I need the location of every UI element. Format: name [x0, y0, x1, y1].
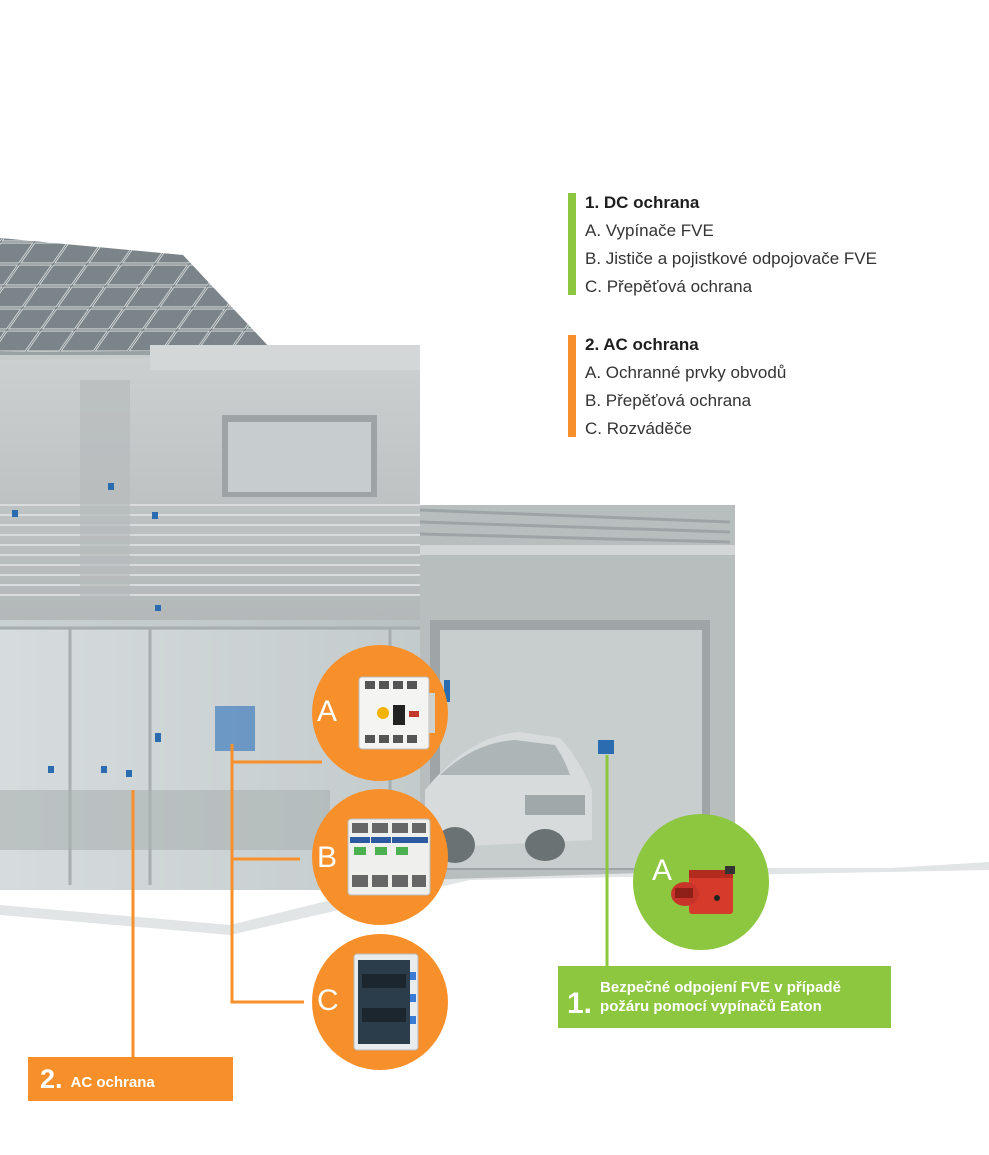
legend-ac-item-c: C. Rozváděče [585, 419, 692, 438]
ac-label-text: AC ochrana [70, 1073, 155, 1091]
dc-label-text: Bezpečné odpojení FVE v případě požáru p… [600, 978, 841, 1016]
dc-circle-a: A [633, 814, 769, 950]
ac-circle-c-letter: C [317, 984, 339, 1017]
ac-protection-label: 2. AC ochrana [28, 1057, 233, 1101]
dc-label-line-2: požáru pomocí vypínačů Eaton [600, 998, 822, 1015]
legend-ac-item-a: A. Ochranné prvky obvodů [585, 363, 787, 382]
legend-dc-item-a: A. Vypínače FVE [585, 221, 714, 240]
ac-line-main [230, 744, 304, 1004]
surge-protector-icon [347, 818, 431, 896]
legend-ac-heading: 2. AC ochrana [585, 335, 699, 354]
ac-circle-c: C [312, 934, 448, 1070]
residual-current-device-icon [358, 676, 435, 750]
ac-circle-a: A [312, 645, 448, 781]
dc-label-number: 1. [567, 987, 593, 1020]
legend-dc-item-c: C. Přepěťová ochrana [585, 277, 753, 296]
legend-dc-item-b: B. Jističe a pojistkové odpojovače FVE [585, 249, 877, 268]
dc-circle-a-letter: A [652, 854, 673, 887]
legend-dc-heading: 1. DC ochrana [585, 193, 700, 212]
legend-ac: 2. AC ochrana A. Ochranné prvky obvodů B… [568, 335, 968, 443]
ac-label-number: 2. [40, 1063, 63, 1094]
dc-protection-label: 1. Bezpečné odpojení FVE v případě požár… [558, 966, 891, 1028]
ac-circle-b-letter: B [317, 841, 338, 874]
legend-dc: 1. DC ochrana A. Vypínače FVE B. Jističe… [568, 193, 968, 301]
legend-ac-item-b: B. Přepěťová ochrana [585, 391, 752, 410]
legend-dc-bar [568, 193, 576, 295]
legend-ac-bar [568, 335, 576, 437]
ac-circle-b: B [312, 789, 448, 925]
distribution-board-icon [353, 953, 419, 1051]
pv-disconnect-switch-icon [671, 866, 735, 914]
ac-circle-a-letter: A [317, 695, 338, 728]
solar-roof [0, 238, 272, 352]
dc-label-line-1: Bezpečné odpojení FVE v případě [600, 979, 841, 996]
